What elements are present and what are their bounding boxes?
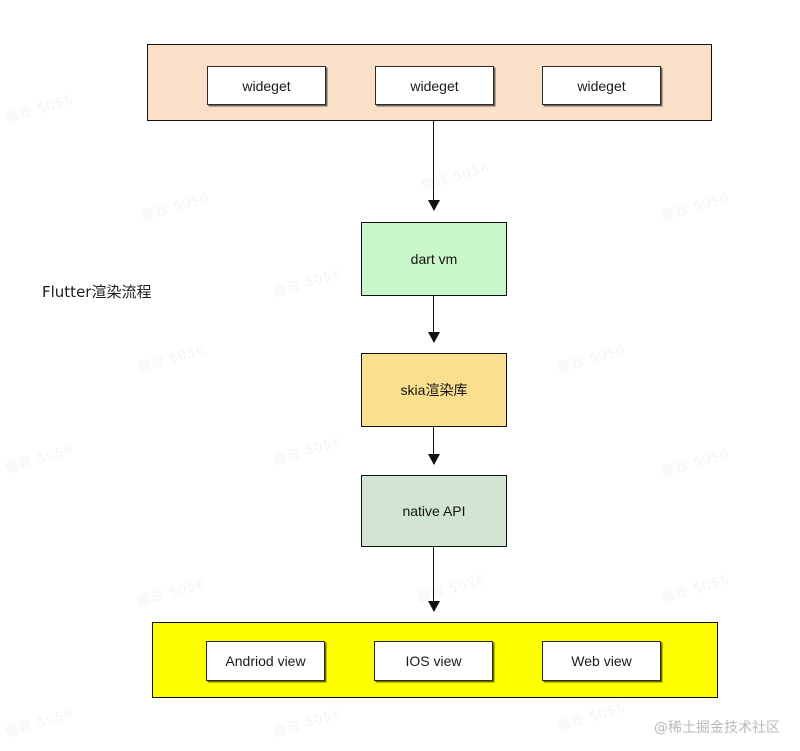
diagram-caption: Flutter渲染流程	[42, 283, 152, 301]
background-watermark: 掘政 5056	[271, 266, 344, 301]
background-watermark: 掘政 5056	[555, 342, 628, 377]
stage-box-native-api[interactable]: native API	[361, 475, 507, 547]
background-watermark: 掘政 5056	[659, 572, 732, 607]
background-watermark: 掘政 5056	[3, 706, 76, 741]
platform-box-web[interactable]: Web view	[542, 641, 661, 681]
background-watermark: 掘政 5056	[135, 342, 208, 377]
stage-box-dart-vm[interactable]: dart vm	[361, 222, 507, 296]
arrow-native-to-platform	[433, 547, 434, 611]
background-watermark: 掘政 5056	[555, 700, 628, 735]
background-watermark: 掘政 5056	[659, 190, 732, 225]
widget-box-1[interactable]: wideget	[207, 66, 326, 105]
platform-box-ios[interactable]: IOS view	[374, 641, 493, 681]
platform-box-android[interactable]: Andriod view	[206, 641, 325, 681]
background-watermark: 掘政 5056	[139, 190, 212, 225]
widget-box-3[interactable]: wideget	[542, 66, 661, 105]
arrow-dartvm-to-skia	[433, 296, 434, 342]
background-watermark: 掘政 5056	[271, 706, 344, 741]
background-watermark: 掘政 5056	[135, 576, 208, 611]
background-watermark: 掘政 5056	[419, 160, 492, 195]
arrow-widget-to-dartvm	[433, 121, 434, 210]
widget-box-2[interactable]: wideget	[375, 66, 494, 105]
background-watermark: 掘政 5056	[3, 442, 76, 477]
background-watermark: 掘政 5056	[271, 434, 344, 469]
background-watermark: 掘政 5056	[659, 446, 732, 481]
corner-watermark: @稀土掘金技术社区	[654, 720, 780, 736]
background-watermark: 掘政 5056	[415, 572, 488, 607]
arrow-skia-to-native	[433, 427, 434, 464]
stage-box-skia[interactable]: skia渲染库	[361, 353, 507, 427]
background-watermark: 掘政 5056	[3, 92, 76, 127]
